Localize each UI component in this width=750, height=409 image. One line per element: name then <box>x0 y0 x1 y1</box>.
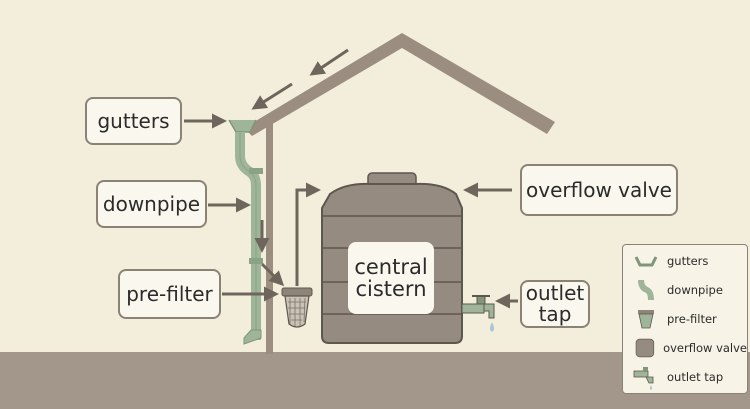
downpipe <box>228 119 263 345</box>
legend-label: gutters <box>667 254 709 268</box>
legend: gutters downpipe pre-filter overflow val… <box>622 244 748 394</box>
overflow-valve-label: overflow valve <box>520 164 678 216</box>
gutter-icon <box>634 256 658 267</box>
valve-icon <box>635 338 655 358</box>
legend-label: downpipe <box>667 283 723 297</box>
legend-label: outlet tap <box>667 370 724 384</box>
legend-item-downpipe: downpipe <box>623 276 747 304</box>
legend-label: pre-filter <box>667 312 717 326</box>
pre-filter-unit <box>281 287 313 328</box>
tap-icon <box>633 367 654 390</box>
legend-label: overflow valve <box>663 341 747 355</box>
legend-item-overflow-valve: overflow valve <box>623 334 747 362</box>
filter-icon <box>638 310 654 329</box>
downpipe-icon <box>638 279 654 301</box>
pre-filter-label: pre-filter <box>118 269 221 319</box>
downpipe-label: downpipe <box>96 180 207 228</box>
downpipe-flow-arrows <box>254 220 285 287</box>
legend-item-outlet-tap: outlet tap <box>623 363 747 391</box>
house-wall <box>266 122 273 354</box>
outlet-tap-label: outlet tap <box>520 280 590 328</box>
outlet-tap <box>461 295 495 332</box>
roof-flow-arrows <box>251 48 349 110</box>
legend-item-pre-filter: pre-filter <box>623 305 747 333</box>
inlet-pipe <box>295 182 321 286</box>
legend-item-gutters: gutters <box>623 247 747 275</box>
gutters-label: gutters <box>85 97 182 145</box>
callout-arrows <box>184 113 518 309</box>
cistern-label: central cistern <box>348 242 434 314</box>
